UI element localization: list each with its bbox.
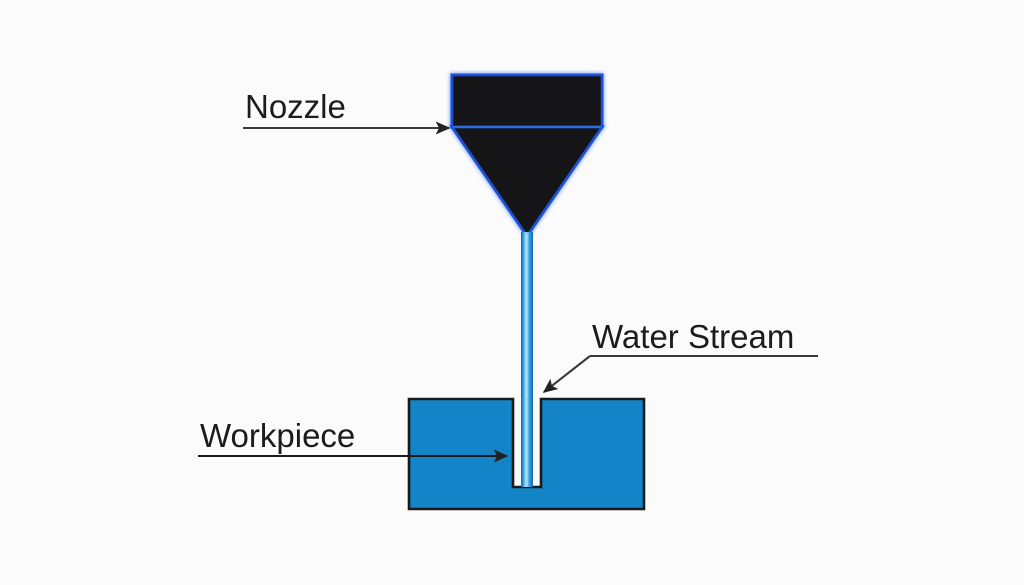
nozzle-body-rect: [450, 73, 604, 129]
workpiece-body: [407, 397, 646, 511]
water-stream-leader-arrow: [542, 355, 591, 393]
water-stream-in-slot: [521, 399, 533, 487]
workpiece-slotted-block: [407, 397, 646, 511]
nozzle-assembly: [448, 73, 606, 239]
nozzle-label: Nozzle: [245, 88, 346, 125]
water-stream-label: Water Stream: [592, 318, 794, 355]
water-stream-leader: [542, 354, 818, 393]
workpiece-label: Workpiece: [200, 417, 355, 454]
